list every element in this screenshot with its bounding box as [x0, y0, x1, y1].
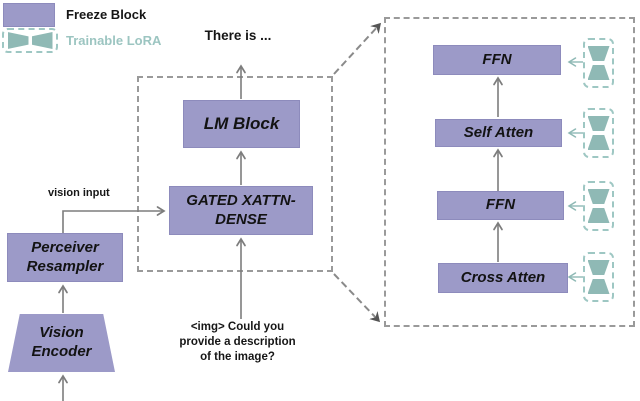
lora-trapezoid-bottom-icon	[587, 135, 610, 150]
lora-trapezoid-top-icon	[587, 189, 610, 204]
zoom-connector-bottom	[333, 273, 379, 321]
legend-freeze-swatch	[3, 3, 55, 27]
detail-self-atten-block: Self Atten	[435, 119, 562, 147]
vision-input-label: vision input	[48, 187, 110, 199]
detail-ffn-top-block: FFN	[433, 45, 561, 75]
lm-block: LM Block	[183, 100, 300, 148]
gated-xattn-dense-block: GATED XATTN- DENSE	[169, 186, 313, 235]
legend-freeze-label: Freeze Block	[66, 7, 147, 22]
arrow-vision-input-to-gated-xattn	[62, 206, 166, 233]
lora-trapezoid-top-icon	[587, 116, 610, 131]
lora-trapezoid-left-icon	[7, 32, 29, 49]
lora-trapezoid-top-icon	[587, 46, 610, 61]
legend-lora-label: Trainable LoRA	[66, 33, 162, 48]
lora-trapezoid-bottom-icon	[587, 65, 610, 80]
lora-trapezoid-bottom-icon	[587, 279, 610, 294]
vision-encoder-block: Vision Encoder	[8, 314, 115, 372]
lora-icon-self-atten	[583, 108, 614, 158]
lora-trapezoid-right-icon	[31, 32, 53, 49]
legend-lora-icon	[2, 28, 58, 53]
detail-panel-dashed-box	[384, 17, 635, 327]
lora-trapezoid-bottom-icon	[587, 208, 610, 223]
lm-layer-dashed-box	[137, 76, 333, 272]
zoom-connector-top	[333, 24, 380, 75]
prompt-text: <img> Could you provide a description of…	[179, 321, 296, 364]
detail-cross-atten-block: Cross Atten	[438, 263, 568, 293]
output-text: There is ...	[204, 28, 272, 43]
lora-icon-ffn-mid	[583, 181, 614, 231]
detail-ffn-mid-block: FFN	[437, 191, 564, 220]
perceiver-resampler-block: Perceiver Resampler	[7, 233, 123, 282]
lora-icon-ffn-top	[583, 38, 614, 88]
lora-icon-cross-atten	[583, 252, 614, 302]
lora-trapezoid-top-icon	[587, 260, 610, 275]
